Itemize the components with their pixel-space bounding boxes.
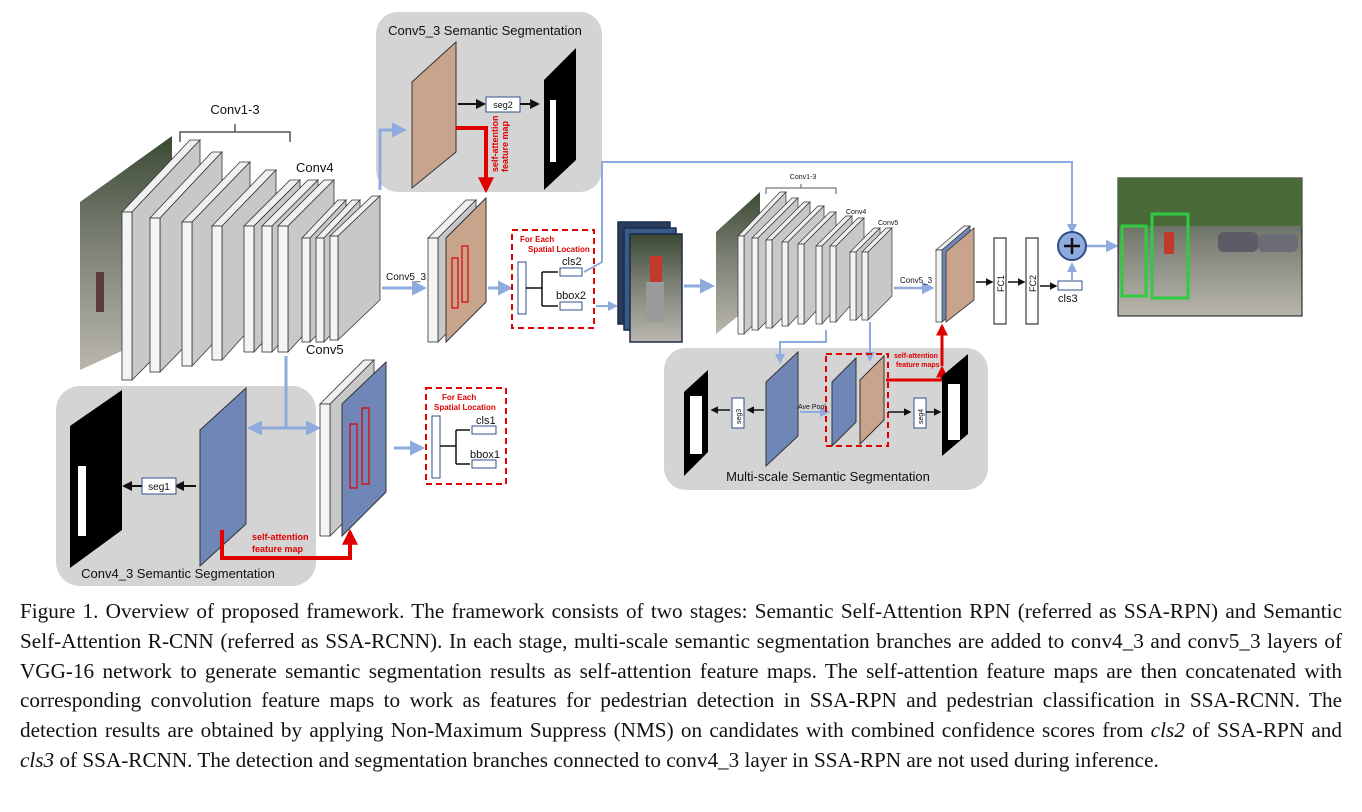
conv5-layers	[301, 195, 381, 344]
rpn-feature-bottom	[431, 415, 441, 479]
fc1-label: FC1	[996, 275, 1006, 292]
for-each-top-2: Spatial Location	[528, 245, 590, 254]
seg4-box	[913, 397, 927, 429]
attn-maps-label-1: self-attention	[894, 353, 938, 360]
cls1-label: cls1	[476, 415, 496, 427]
rcnn-conv4-seg-feature	[765, 350, 799, 468]
seg2-mask-fg	[550, 100, 556, 162]
attn-map-label-top-1: self-attention	[490, 115, 500, 172]
rpn-branch-top	[526, 271, 558, 307]
fc1-box	[993, 237, 1007, 325]
conv4-concat-block	[319, 359, 387, 538]
attn-map-label-top-2: feature map	[500, 120, 510, 172]
seg1-mask-fg	[78, 466, 86, 536]
seg2-label: seg2	[493, 100, 513, 110]
caption-text-1: Overview of proposed framework. The fram…	[20, 599, 1342, 743]
seg3-box	[731, 397, 745, 429]
multiscale-seg-title: Multi-scale Semantic Segmentation	[726, 469, 930, 484]
caption-cls3: cls3	[20, 747, 55, 772]
conv5-to-seg-arrow	[378, 122, 407, 190]
conv5-seg-title: Conv5_3 Semantic Segmentation	[388, 23, 582, 38]
caption-text-3: of SSA-RCNN. The detection and segmentat…	[54, 747, 1159, 772]
cls1-box	[471, 425, 497, 435]
attn-map-arrow-top	[456, 126, 494, 194]
rpn-feature-top	[517, 261, 527, 315]
conv5-label: Conv5	[306, 342, 344, 357]
seg3-label: seg3	[736, 409, 743, 424]
bbox1-box	[471, 459, 497, 469]
for-each-bottom-1: For Each	[442, 393, 476, 402]
framework-diagram: Conv5_3 Semantic Segmentation Conv4_3 Se…	[56, 12, 1303, 586]
small-conv1-3-label: Conv1-3	[790, 174, 817, 181]
cls2-box	[559, 267, 583, 277]
seg1-label: seg1	[148, 482, 170, 493]
attn-map-label-bottom-2: feature map	[252, 544, 304, 554]
cls3-label: cls3	[1058, 293, 1078, 305]
bbox2-box	[559, 301, 583, 311]
for-each-top-1: For Each	[520, 235, 554, 244]
proposal-crops	[617, 221, 683, 343]
conv1-3-layers	[121, 138, 277, 381]
conv1-3-brace	[179, 124, 291, 142]
output-detection-image	[1117, 177, 1303, 317]
rpn-head-box-bottom	[425, 387, 507, 485]
conv4-label: Conv4	[296, 160, 334, 175]
rpn-head-box-top	[511, 229, 595, 329]
cls2-skip-arrow	[583, 161, 1077, 273]
caption-text-2: of SSA-RPN and	[1184, 718, 1342, 743]
attn-map-label-bottom-1: self-attention	[252, 532, 309, 542]
small-conv1-3-brace	[765, 184, 837, 194]
multiscale-attn-box	[825, 353, 889, 447]
conv5-3-label: Conv5_3	[386, 272, 426, 283]
rcnn-conv-layers	[737, 191, 893, 335]
conv5-seg-feature	[411, 40, 457, 190]
caption-cls2: cls2	[1150, 718, 1185, 743]
conv4-seg-feature	[199, 386, 247, 568]
seg4-label: seg4	[918, 409, 925, 424]
for-each-bottom-2: Spatial Location	[434, 403, 496, 412]
seg4-mask-fg	[948, 384, 960, 440]
seg3-mask-fg	[690, 396, 702, 454]
small-conv5-3-label: Conv5_3	[900, 276, 933, 285]
small-conv5-label: Conv5	[878, 220, 898, 227]
rcnn-concat-block	[935, 225, 975, 323]
cls3-box	[1057, 280, 1083, 291]
rcnn-conv5-seg-feature	[859, 354, 885, 446]
pooled-seg-feature	[831, 356, 857, 448]
fc2-label: FC2	[1028, 275, 1038, 292]
ave-pool-label: Ave Pool	[798, 404, 826, 411]
rpn-branch-bottom	[440, 429, 470, 465]
caption-label: Figure 1.	[20, 599, 99, 623]
small-conv4-label: Conv4	[846, 209, 866, 216]
figure-caption: Figure 1. Overview of proposed framework…	[20, 597, 1342, 776]
conv4-seg-title: Conv4_3 Semantic Segmentation	[81, 566, 275, 581]
bbox1-label: bbox1	[470, 449, 500, 461]
plus-icon	[1064, 238, 1080, 254]
attn-maps-label-2: feature maps	[896, 362, 940, 369]
conv1-3-label: Conv1-3	[210, 102, 259, 117]
rcnn-conv4-to-seg-arrow	[775, 330, 827, 364]
pedestrian-figure	[96, 272, 104, 312]
cls2-label: cls2	[562, 256, 582, 268]
fc2-box	[1025, 237, 1039, 325]
attn-map-arrow-bottom	[220, 528, 358, 560]
conv5-concat-block	[427, 196, 487, 344]
bbox2-label: bbox2	[556, 290, 586, 302]
